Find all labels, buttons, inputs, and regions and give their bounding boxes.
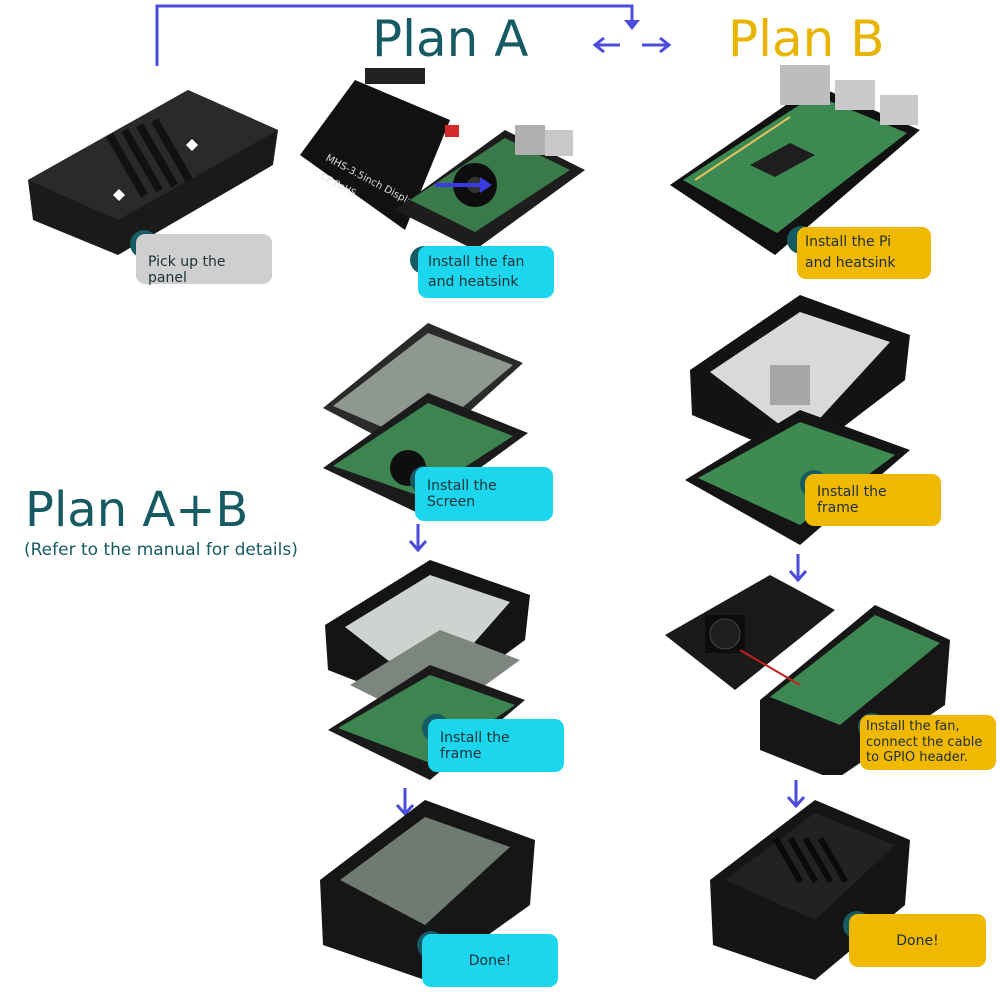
down-arrow-icon	[408, 524, 428, 553]
down-arrow-icon	[395, 788, 415, 817]
step-1-label: Pick up the panel	[136, 234, 272, 286]
step-a5-label: Done!	[422, 934, 558, 987]
step-b2-label: Install the Pi and heatsink	[797, 227, 931, 279]
step-b4-label: Install the fan, connect the cable to GP…	[860, 715, 996, 770]
plan-ab-note: (Refer to the manual for details)	[24, 540, 298, 560]
plan-a-title: Plan A	[372, 10, 529, 68]
pi-in-base-image	[670, 65, 920, 255]
step-a4-label: Install the frame	[428, 719, 564, 772]
connector-arrow-icon	[155, 4, 640, 66]
step-a2-label: Install the fan and heatsink	[418, 246, 554, 298]
step-a3-label: Install the Screen	[415, 467, 553, 521]
swap-arrows-icon	[592, 36, 672, 54]
down-arrow-icon	[788, 554, 808, 583]
step-b5-label: Done!	[849, 914, 986, 967]
plan-b-title: Plan B	[728, 10, 885, 68]
screen-on-pi-image	[323, 323, 528, 513]
plan-ab-title: Plan A+B	[25, 482, 249, 538]
down-arrow-icon	[786, 780, 806, 809]
step-b3-label: Install the frame	[805, 474, 941, 526]
frame-over-pi-image	[685, 295, 910, 545]
display-and-pi-image: MHS-3.5inch Display CE RoHS	[300, 68, 585, 250]
case-panel-image	[28, 90, 278, 255]
